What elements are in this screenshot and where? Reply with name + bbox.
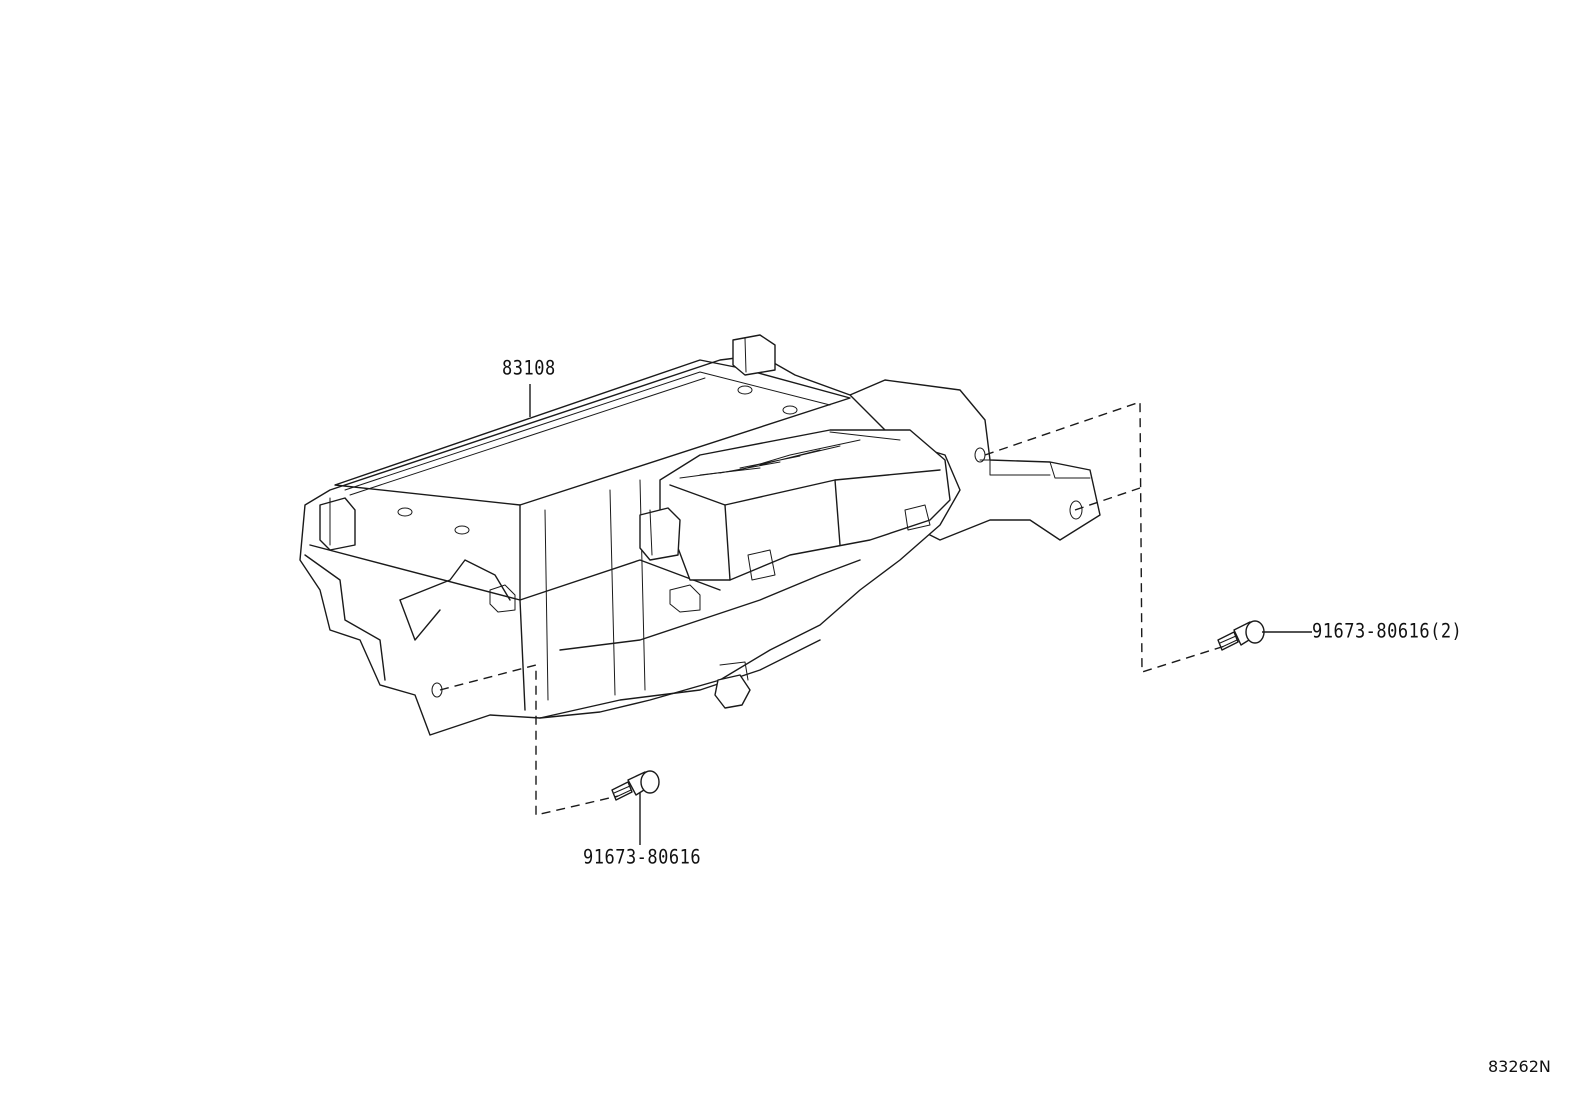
assembly-guide-lines bbox=[439, 401, 1229, 816]
meter-assembly-drawing bbox=[299, 334, 1101, 736]
leader-lines bbox=[529, 384, 1312, 845]
part-label-meter-assembly: 83108 bbox=[502, 357, 556, 380]
screw-lower-icon bbox=[611, 770, 660, 801]
illustration-code: 83262N bbox=[1488, 1057, 1551, 1076]
part-label-screw-lower: 91673-80616 bbox=[583, 846, 702, 869]
screw-right-icon bbox=[1217, 620, 1265, 651]
part-label-screw-right: 91673-80616(2) bbox=[1312, 620, 1463, 643]
